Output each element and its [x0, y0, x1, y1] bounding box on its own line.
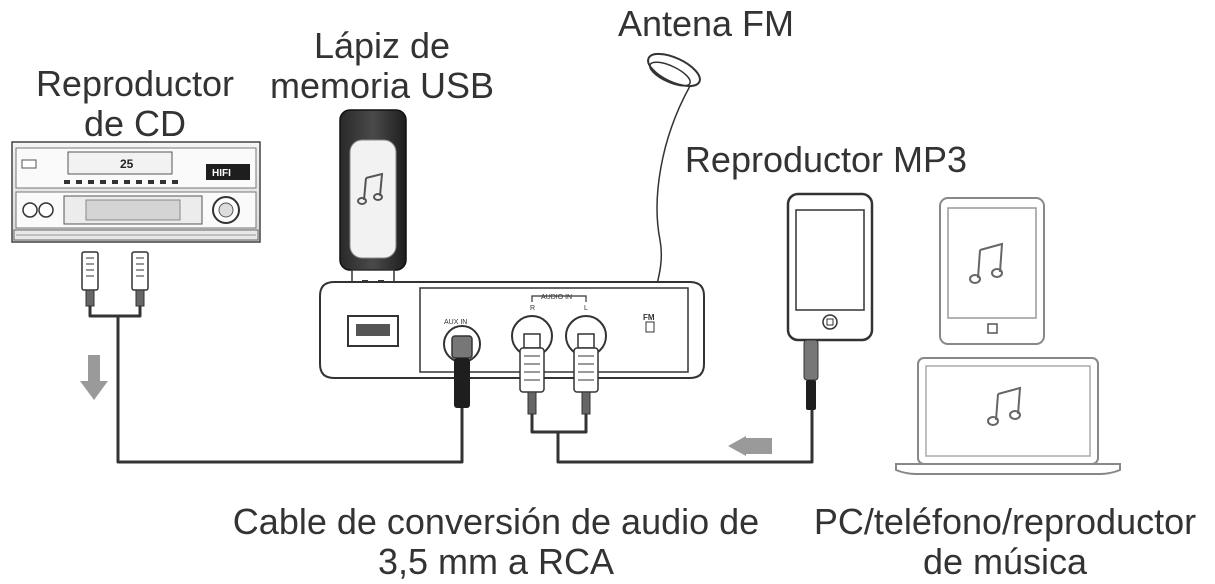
devices-label-line2: de música — [922, 541, 1088, 582]
cd-player — [11, 141, 261, 243]
cd-player-label-line2: de CD — [83, 103, 187, 144]
audio-in-label: AUDIO IN — [541, 294, 572, 301]
music-note-icon — [969, 242, 1004, 284]
usb-stick-label-line1: Lápiz de — [313, 25, 451, 66]
main-unit — [319, 281, 705, 379]
laptop — [895, 357, 1121, 475]
right-channel-label: R — [530, 305, 535, 312]
cd-player-label-line1: Reproductor — [35, 63, 235, 104]
fm-antenna — [647, 52, 701, 323]
left-channel-label: L — [584, 305, 588, 312]
usb-stick-label: Lápiz de memoria USB — [262, 26, 502, 106]
arrow-left-icon — [728, 436, 772, 456]
fm-antenna-label: Antena FM — [617, 3, 795, 44]
music-note-icon — [987, 386, 1022, 426]
usb-stick-label-line2: memoria USB — [269, 65, 495, 106]
cable-label-line1: Cable de conversión de audio de — [232, 501, 760, 542]
unit-rca-plug-left — [573, 333, 599, 415]
cable-rca-to-mp3 — [530, 410, 814, 464]
cable-label: Cable de conversión de audio de 3,5 mm a… — [206, 502, 786, 582]
cd-rca-plug-left — [81, 251, 99, 307]
devices-label-line1: PC/teléfono/reproductor — [813, 501, 1197, 542]
cd-buttons-row — [64, 180, 178, 184]
cd-rca-plug-right — [131, 251, 149, 307]
mp3-player — [786, 192, 874, 410]
cd-player-label: Reproductor de CD — [10, 64, 260, 144]
aux-plug — [451, 335, 473, 408]
arrow-down-icon — [80, 355, 108, 400]
home-button-icon — [822, 314, 838, 330]
cd-display-value: 25 — [120, 157, 134, 171]
unit-rca-plug-right — [519, 333, 545, 415]
aux-in-label: AUX IN — [444, 319, 467, 326]
cable-cd-to-aux — [88, 306, 464, 464]
usb-stick — [339, 109, 407, 305]
fm-jack — [645, 321, 655, 333]
cd-brand-text: HIFI — [212, 168, 231, 179]
fm-label: FM — [643, 313, 655, 322]
mp3-player-label: Reproductor MP3 — [684, 139, 968, 180]
cable-label-line2: 3,5 mm a RCA — [377, 541, 615, 582]
devices-label: PC/teléfono/reproductor de música — [800, 502, 1210, 582]
music-note-icon — [357, 172, 384, 205]
tablet — [939, 197, 1045, 345]
